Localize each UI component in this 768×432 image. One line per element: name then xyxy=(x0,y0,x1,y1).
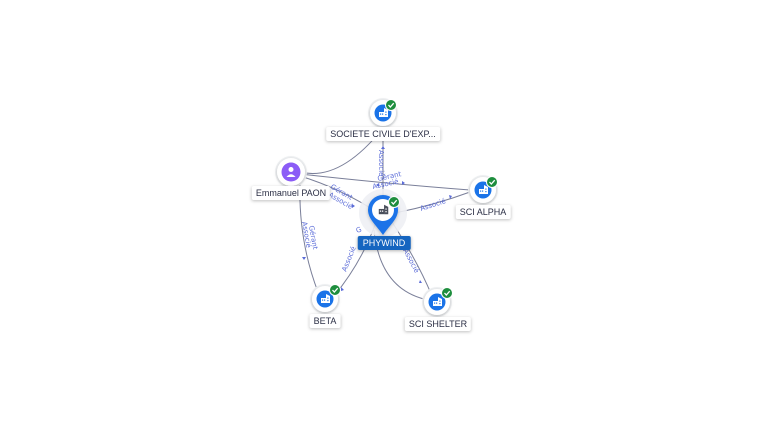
edge-center-beta xyxy=(333,221,377,297)
edge-label-center-top: Associé xyxy=(377,150,385,176)
arrow-icon xyxy=(381,146,385,149)
node-sci-alpha[interactable] xyxy=(468,175,499,205)
node-person[interactable] xyxy=(275,156,307,188)
check-badge-icon xyxy=(328,283,342,297)
node-label-person[interactable]: Emmanuel PAON xyxy=(251,186,331,200)
arrow-icon xyxy=(402,181,405,185)
arrow-icon xyxy=(449,195,452,199)
check-badge-icon xyxy=(440,286,454,300)
check-badge-icon xyxy=(485,175,499,189)
edge-arrows xyxy=(302,146,452,291)
arrow-icon xyxy=(352,204,355,208)
node-sci-shelter[interactable] xyxy=(422,286,454,317)
node-label-center[interactable]: PHYWIND xyxy=(357,236,411,250)
node-label-beta[interactable]: BETA xyxy=(309,314,341,328)
node-label-sci-shelter[interactable]: SCI SHELTER xyxy=(404,317,472,331)
arrow-icon xyxy=(302,257,306,260)
arrow-icon xyxy=(341,287,344,291)
check-badge-icon xyxy=(387,195,401,209)
node-beta[interactable] xyxy=(310,283,342,314)
node-label-top-company[interactable]: SOCIETE CIVILE D'EXP... xyxy=(326,127,440,141)
edge-label-person-top-2: Associé xyxy=(372,178,400,191)
edge-label-center-alpha: Associé xyxy=(419,197,447,213)
edge-label-center-shelter: Associé xyxy=(401,247,420,274)
node-label-sci-alpha[interactable]: SCI ALPHA xyxy=(455,205,511,219)
edge-label-center-g: G xyxy=(355,226,363,235)
node-top-company[interactable] xyxy=(368,98,398,128)
check-badge-icon xyxy=(384,98,398,112)
edge-label-center-beta: Associé xyxy=(340,245,357,273)
arrow-icon xyxy=(419,280,422,283)
node-center[interactable] xyxy=(359,189,407,237)
arrow-icon xyxy=(376,183,379,187)
person-icon xyxy=(286,167,296,177)
edge-person-alpha xyxy=(299,173,471,191)
building-icon xyxy=(378,204,389,215)
